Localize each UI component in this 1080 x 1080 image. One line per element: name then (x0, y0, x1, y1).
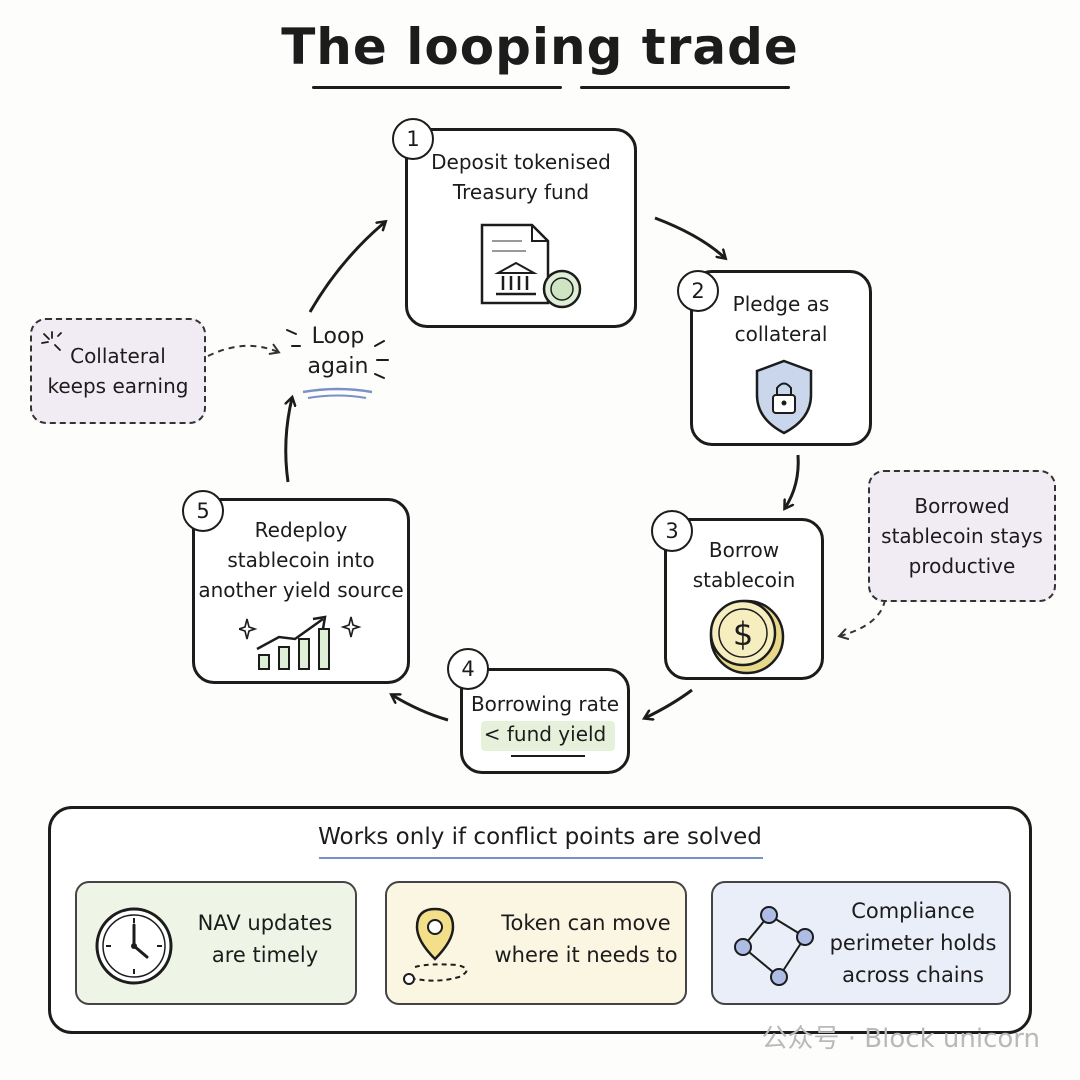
location-pin-icon (403, 907, 468, 985)
note-left-text: Collateral keeps earning (47, 344, 189, 398)
step-3-number: 3 (651, 510, 693, 552)
dollar-coin-icon: $ (709, 599, 785, 675)
loop-sparkle-icon (286, 329, 389, 379)
network-nodes-icon (734, 906, 814, 986)
clock-icon (95, 907, 173, 985)
condition-1-text: NAV updates are timely (197, 911, 333, 967)
step-4-number: 4 (447, 648, 489, 690)
step-4-label-line1: Borrowing rate (470, 692, 620, 716)
sparkle-icon (41, 331, 62, 351)
loop-underline (302, 387, 373, 394)
dashed-arrow-left-note (207, 343, 281, 357)
arrow-loop-to-1 (308, 222, 385, 313)
growth-chart-icon (239, 615, 362, 670)
shield-lock-icon (755, 359, 813, 435)
page-title: The looping trade (281, 18, 799, 76)
condition-card-nav: NAV updates are timely (75, 881, 357, 1005)
step-3-label: Borrow stablecoin (692, 538, 796, 592)
yield-highlight (481, 721, 615, 751)
condition-card-token-move: Token can move where it needs to (385, 881, 687, 1005)
dashed-arrow-right-note (837, 599, 886, 640)
step-4-box: Borrowing rate < fund yield (460, 668, 630, 774)
title-underline (312, 86, 562, 89)
step-2-box: Pledge as collateral (690, 270, 872, 446)
condition-2-text: Token can move where it needs to (494, 911, 678, 967)
arrow-2-to-3 (785, 454, 800, 508)
step-4-underline (511, 755, 585, 757)
step-3-box: Borrow stablecoin $ (664, 518, 824, 680)
step-4-label-line2: < fund yield (483, 722, 607, 746)
loop-again-label: Loop again (307, 324, 369, 379)
conditions-heading: Works only if conflict points are solved (318, 824, 762, 850)
step-2-label: Pledge as collateral (732, 292, 830, 346)
condition-3-text: Compliance perimeter holds across chains (829, 899, 997, 987)
step-5-box: Redeploy stablecoin into another yield s… (192, 498, 410, 684)
heading-underline (319, 857, 763, 859)
condition-card-compliance: Compliance perimeter holds across chains (711, 881, 1011, 1005)
step-1-label: Deposit tokenised Treasury fund (431, 150, 611, 204)
note-borrowed-stablecoin-productive: Borrowed stablecoin stays productive (868, 470, 1056, 602)
title-underline (580, 86, 790, 89)
step-5-label: Redeploy stablecoin into another yield s… (198, 518, 404, 602)
arrow-3-to-4 (645, 688, 693, 718)
conditions-panel: Works only if conflict points are solved… (48, 806, 1032, 1034)
arrow-1-to-2 (654, 216, 725, 258)
note-collateral-keeps-earning: Collateral keeps earning (30, 318, 206, 424)
watermark: 公众号 · Block unicorn (761, 1024, 1040, 1054)
step-5-number: 5 (182, 490, 224, 532)
svg-text:$: $ (733, 615, 753, 653)
loop-underline (307, 394, 367, 399)
arrow-5-to-loop (284, 398, 292, 483)
arrow-4-to-5 (392, 695, 449, 722)
note-right-text: Borrowed stablecoin stays productive (881, 494, 1043, 578)
step-1-box: Deposit tokenised Treasury fund (405, 128, 637, 328)
step-1-number: 1 (392, 118, 434, 160)
step-2-number: 2 (677, 270, 719, 312)
treasury-document-icon (480, 223, 582, 309)
